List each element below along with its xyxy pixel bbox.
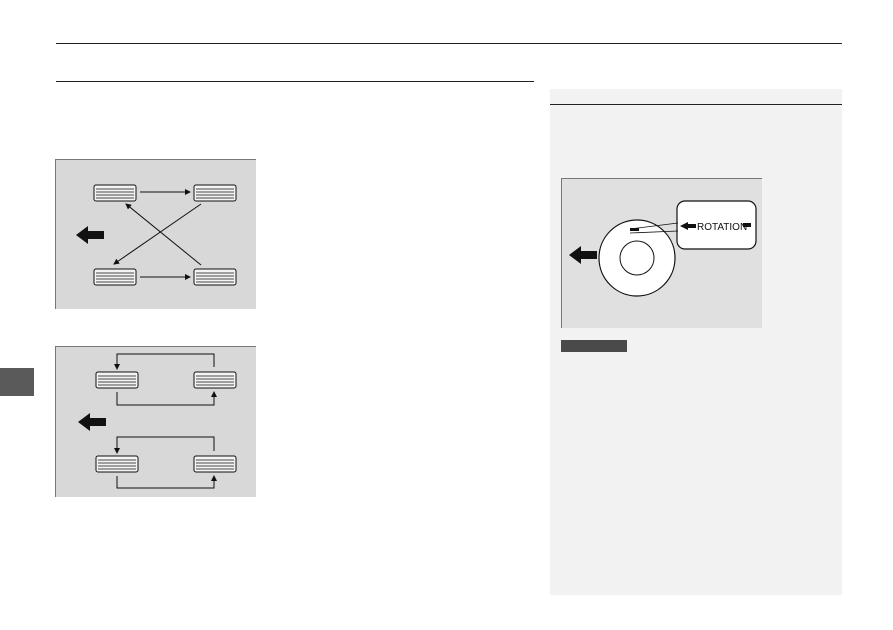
tire-rear-left xyxy=(193,184,237,202)
tire-front-left xyxy=(93,184,137,202)
chapter-tab xyxy=(0,368,34,396)
sidebar-rule xyxy=(550,104,842,105)
front-rear-rotation-diagram xyxy=(55,346,256,497)
tire-left-rear xyxy=(193,371,237,389)
header-rule xyxy=(56,43,842,44)
tire-right-rear xyxy=(193,455,237,473)
front-direction-arrow xyxy=(569,246,597,264)
directional-tire-diagram: ROTATION xyxy=(561,178,762,328)
rotation-arrow-icon xyxy=(680,222,696,230)
front-direction-arrow xyxy=(76,226,104,244)
tire-left-front xyxy=(95,371,139,389)
cross-rotation-diagram xyxy=(55,159,256,309)
notice-label-box xyxy=(561,340,627,352)
rotation-label: ROTATION xyxy=(697,222,747,233)
section-rule xyxy=(56,81,534,82)
rotation-callout xyxy=(676,200,757,250)
tire-rear-right xyxy=(193,268,237,286)
front-direction-arrow xyxy=(78,413,106,431)
tire-right-front xyxy=(95,455,139,473)
tire-front-right xyxy=(93,268,137,286)
